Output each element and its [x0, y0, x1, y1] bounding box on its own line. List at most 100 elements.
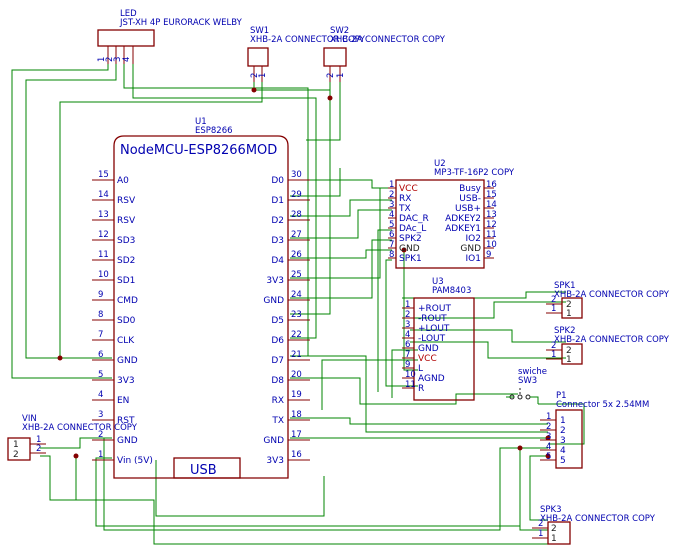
u1-left-pin-number: 13 — [98, 210, 109, 220]
u1-right-pin-name: TX — [271, 416, 284, 426]
u3-pin-name: -ROUT — [418, 314, 447, 324]
u1-left-pin-number: 8 — [98, 310, 103, 320]
spk1-body-2: 2 — [566, 300, 572, 310]
p1-body-pin: 1 — [560, 416, 566, 426]
u1-right-pin-number: 21 — [291, 350, 302, 360]
u2-right-pin-name: GND — [460, 244, 481, 254]
u2-left-pin-number: 5 — [389, 220, 394, 230]
sw1-pin-1: 1 — [258, 73, 268, 78]
vin-ref: VIN — [22, 414, 37, 424]
led-pin-1: 1 — [97, 57, 107, 62]
u1-right-pins: 30D029D128D227D326D4253V324GND23D522D621… — [263, 170, 310, 466]
spk3-connector: SPK3 XHB-2A CONNECTOR COPY 2 1 2 1 — [532, 505, 656, 545]
u2-right-pin-number: 13 — [486, 210, 497, 220]
p1-pin-number: 2 — [546, 422, 551, 432]
u2-right-pin-name: USB- — [459, 194, 481, 204]
u1-left-pin-number: 6 — [98, 350, 103, 360]
u2-left-pin-name: DAC_R — [399, 214, 429, 224]
u1-left-pin-name: GND — [117, 356, 138, 366]
u3-pin-name: L — [418, 364, 423, 374]
u3-value: PAM8403 — [432, 286, 471, 296]
u2-right-pin-name: Busy — [459, 184, 482, 194]
u2-right-pin-number: 14 — [486, 200, 497, 210]
u1-right-pin-name: GND — [263, 296, 284, 306]
p1-pin-number: 1 — [546, 412, 551, 422]
vin-value: XHB-2A CONNECTOR COPY — [22, 423, 138, 433]
u1-right-pin-number: 26 — [291, 250, 302, 260]
u1-right-pin-number: 22 — [291, 330, 302, 340]
p1-pin-number: 5 — [546, 452, 551, 462]
p1-ref: P1 — [556, 391, 567, 401]
u2-left-pin-number: 6 — [389, 230, 394, 240]
spk3-pin-2: 2 — [538, 519, 543, 529]
spk1-ref: SPK1 — [554, 281, 576, 291]
u1-right-pin-name: GND — [263, 436, 284, 446]
wires — [11, 64, 585, 545]
u1-left-pin-number: 9 — [98, 290, 103, 300]
u2-right-pin-number: 10 — [486, 240, 497, 250]
led-value: JST-XH 4P EURORACK WELBY — [119, 18, 243, 28]
sw3-value: swiche — [518, 367, 547, 377]
u1-right-pin-name: D4 — [271, 256, 284, 266]
u1-title: NodeMCU-ESP8266MOD — [120, 143, 277, 158]
spk1-connector: SPK1 XHB-2A CONNECTOR COPY 2 1 2 1 — [546, 281, 670, 319]
u2-left-pin-number: 8 — [389, 250, 394, 260]
u1-left-pin-name: SD3 — [117, 236, 135, 246]
spk3-pin-1: 1 — [538, 529, 543, 539]
u3-pin-number: 11 — [405, 380, 416, 390]
u1-right-pin-number: 19 — [291, 390, 302, 400]
p1-pin-number: 3 — [546, 432, 551, 442]
u3-ref: U3 — [432, 277, 444, 287]
u2-right-pins: 16Busy15USB-14USB+13ADKEY212ADKEY111IO21… — [445, 180, 497, 264]
sw1-pin-2: 2 — [250, 73, 260, 78]
led-ref: LED — [120, 9, 137, 19]
spk3-body-2: 2 — [551, 524, 557, 534]
u3-pin-number: 4 — [405, 330, 410, 340]
u1-left-pin-number: 7 — [98, 330, 103, 340]
p1-value: Connector 5x 2.54MM — [556, 400, 649, 410]
u2-left-pin-number: 7 — [389, 240, 394, 250]
u2-right-pin-name: ADKEY1 — [445, 224, 481, 234]
u1-left-pin-name: 3V3 — [117, 376, 135, 386]
u3-pin-name: +ROUT — [418, 304, 451, 314]
spk2-connector: SPK2 XHB-2A CONNECTOR COPY 2 1 2 1 — [546, 326, 670, 365]
u2-left-pin-number: 2 — [389, 190, 394, 200]
u1-right-pin-number: 16 — [291, 450, 302, 460]
u3-pin-name: +LOUT — [418, 324, 450, 334]
spk2-pin-2: 2 — [551, 341, 556, 351]
u1-left-pin-name: SD0 — [117, 316, 136, 326]
u1-right-pin-number: 24 — [291, 290, 302, 300]
vin-body-2: 2 — [13, 450, 19, 460]
u3-pin-number: 7 — [405, 350, 410, 360]
u1-left-pin-number: 2 — [98, 430, 103, 440]
u2-ref: U2 — [434, 159, 446, 169]
u1-right-pin-name: 3V3 — [266, 276, 284, 286]
u3-pin-number: 1 — [405, 300, 410, 310]
u2-left-pin-name: GND — [399, 244, 420, 254]
u1-left-pin-name: EN — [117, 396, 129, 406]
u3-pin-name: AGND — [418, 374, 445, 384]
spk2-ref: SPK2 — [554, 326, 576, 336]
spk2-body-1: 1 — [566, 355, 572, 365]
vin-connector: VIN XHB-2A CONNECTOR COPY 1 2 1 2 — [7, 414, 138, 461]
u2-left-pin-name: SPK2 — [399, 234, 422, 244]
u1-left-pin-number: 14 — [98, 190, 109, 200]
sw2-pin-2: 2 — [326, 73, 336, 78]
u2-left-pin-name: TX — [398, 204, 411, 214]
spk3-body-1: 1 — [551, 534, 557, 544]
u1-right-pin-number: 20 — [291, 370, 302, 380]
u2-left-pin-name: SPK1 — [399, 254, 422, 264]
u3-pin-number: 2 — [405, 310, 410, 320]
p1-body-pin: 4 — [560, 446, 566, 456]
u1-right-pin-name: D8 — [271, 376, 284, 386]
p1-pin-number: 4 — [546, 442, 551, 452]
p1-body-pin: 3 — [560, 436, 566, 446]
u1-right-pin-name: D1 — [271, 196, 284, 206]
u3-pin-name: -LOUT — [418, 334, 446, 344]
u1-left-pin-name: RSV — [117, 196, 136, 206]
u1-left-pins: 15A014RSV13RSV12SD311SD210SD19CMD8SD07CL… — [92, 170, 153, 466]
